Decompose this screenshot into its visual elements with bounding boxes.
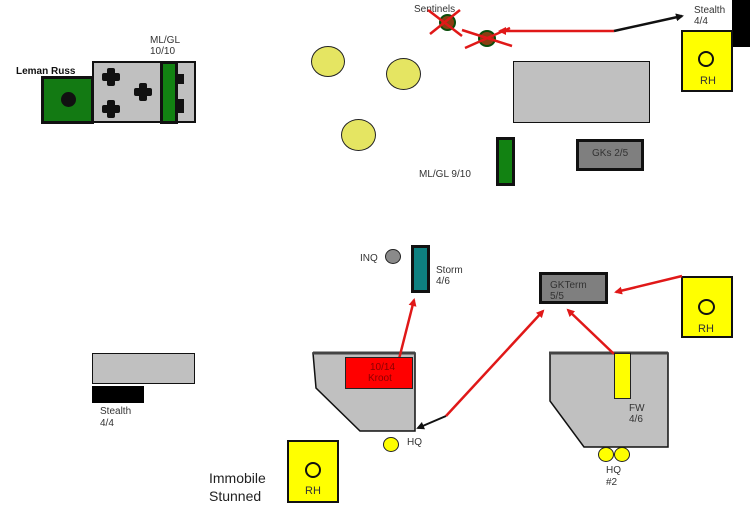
building-top [513, 61, 650, 123]
terrain-circle [386, 58, 421, 90]
ml-gl-top-count: 10/10 [150, 46, 176, 57]
stealth-bottom-count: 4/4 [100, 418, 114, 429]
status-line-1: Immobile [209, 470, 266, 486]
stealth-bottom-unit[interactable] [92, 386, 144, 403]
ml-gl-top-label: ML/GL [150, 35, 181, 46]
stealth-top-unit[interactable] [732, 0, 750, 47]
arrow-fw-gkterm [566, 308, 615, 355]
ml-gl-mid-label: ML/GL 9/10 [419, 169, 471, 180]
stealth-top-label: Stealth [694, 5, 726, 16]
ml-gl-mid-unit[interactable] [496, 137, 515, 186]
hq-left-model[interactable] [383, 437, 399, 452]
ml-gl-top-unit[interactable] [160, 61, 178, 124]
cross-icon [102, 68, 120, 86]
rh-bottom-label: RH [305, 485, 321, 497]
stealth-top-count: 4/4 [694, 16, 708, 27]
arrow-stealth-move [613, 13, 684, 33]
gkterm-unit[interactable] [539, 272, 608, 304]
status-line-2: Stunned [209, 488, 262, 504]
leman-russ-label: Leman Russ [16, 66, 76, 77]
terrain-circle [341, 119, 376, 151]
rh-top-model-icon [698, 51, 714, 67]
cross-icon [176, 74, 184, 84]
cross-icon [102, 100, 120, 118]
hq-right-label: HQ [606, 465, 621, 476]
storm-count: 4/6 [436, 276, 450, 287]
terrain-circle [311, 46, 345, 77]
arrow-rh-gkterm [614, 274, 683, 295]
hq-right-model[interactable] [598, 447, 614, 462]
fw-count: 4/6 [629, 414, 643, 425]
fw-unit[interactable] [614, 353, 631, 399]
vehicle-right-hull [549, 352, 669, 448]
hq-left-label: HQ [407, 437, 422, 448]
arrow-hq-move [416, 415, 447, 430]
rh-bottom-model-icon [305, 462, 321, 478]
cross-icon [176, 99, 184, 113]
hq-right-sublabel: #2 [606, 477, 618, 488]
sentinel-model[interactable] [478, 30, 496, 47]
leman-russ-gun-icon [61, 92, 76, 107]
fw-label: FW [629, 403, 645, 414]
gkterm-label: GKTerm [550, 280, 587, 291]
cross-icon [134, 83, 152, 101]
stealth-bottom-label: Stealth [100, 406, 132, 417]
kroot-sublabel: Kroot [368, 373, 392, 384]
rh-right-label: RH [698, 323, 714, 335]
arrow-kroot-storm [396, 298, 417, 364]
hq-right-model[interactable] [614, 447, 630, 462]
gks-label: GKs 2/5 [592, 148, 629, 159]
gks-unit[interactable] [576, 139, 644, 171]
inq-model[interactable] [385, 249, 401, 264]
rh-right-model-icon [698, 299, 715, 315]
storm-unit[interactable] [411, 245, 430, 293]
rh-top-label: RH [700, 75, 716, 87]
inq-label: INQ [360, 253, 378, 264]
gkterm-count: 5/5 [550, 291, 564, 302]
storm-label: Storm [436, 265, 463, 276]
arrow-hq-gkterm [445, 309, 545, 417]
sentinel-model[interactable] [439, 14, 456, 31]
kroot-unit[interactable] [345, 357, 413, 389]
kroot-label: 10/14 [370, 362, 396, 373]
building-bottom-left [92, 353, 195, 384]
